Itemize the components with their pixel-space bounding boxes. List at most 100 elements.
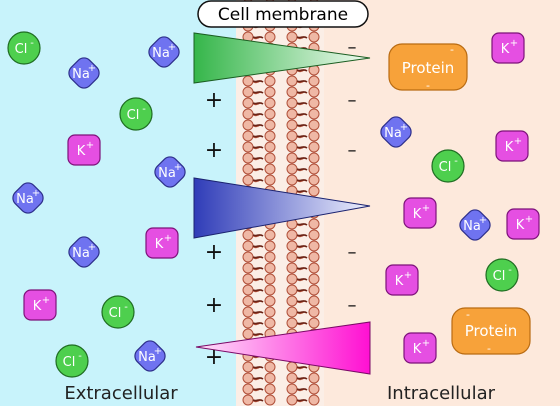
ion-layer: Cl-Na+Na+Cl-K+Na+Na+Na+K+K+Cl-Cl-Na+K+Na… [7,31,540,378]
lipid-head [242,86,254,98]
lipid-head [242,97,254,109]
ion-charge: + [42,295,50,306]
lipid-head [308,152,320,164]
ion-symbol: Cl [439,160,452,175]
ion-symbol: Na [72,67,90,82]
lipid-head [264,31,276,43]
ion-charge: + [154,346,162,357]
lipid-head [308,163,320,175]
ion-charge: + [86,140,94,151]
lipid-head [264,251,276,263]
ion-charge: - [454,156,458,167]
lipid-head [308,295,320,307]
lipid-head [242,295,254,307]
lipid-head [264,306,276,318]
lipid-head [286,273,298,285]
ion-charge: - [30,38,34,49]
positive-charge-sign: + [205,345,223,370]
lipid-head [264,86,276,98]
lipid-head [242,240,254,252]
sodium-ion: Na+ [12,182,44,214]
negative-charge-sign: – [348,140,357,161]
ion-symbol: Na [384,126,402,141]
ion-charge: + [88,242,96,253]
negative-charge-sign: – [348,90,357,111]
lipid-head [308,31,320,43]
lipid-head [286,372,298,384]
lipid-head [286,141,298,153]
ion-symbol: K [155,237,164,252]
lipid-head [286,317,298,329]
chloride-ion: Cl- [119,97,153,131]
ion-symbol: Cl [127,108,140,123]
lipid-head [286,31,298,43]
potassium-ion: K+ [495,130,529,162]
ion-symbol: Na [72,246,90,261]
lipid-head [264,295,276,307]
lipid-head [242,251,254,263]
sodium-ion: Na+ [459,209,491,241]
ion-charge: + [525,214,533,225]
lipid-head [308,174,320,186]
intracellular-label: Intracellular [387,383,496,404]
lipid-head [242,361,254,373]
lipid-head [286,394,298,406]
lipid-head [286,119,298,131]
lipid-head [308,75,320,87]
lipid-head [264,273,276,285]
charge-signs: +++++––––– [205,37,357,370]
chloride-ion: Cl- [101,295,135,329]
ion-charge: + [422,338,430,349]
ion-symbol: K [33,299,42,314]
chloride-ion: Cl- [485,258,519,292]
page-title: Cell membrane [218,5,348,25]
ion-symbol: K [516,218,525,233]
lipid-head [242,262,254,274]
positive-charge-sign: + [205,88,223,113]
lipid-head [308,108,320,120]
lipid-head [264,174,276,186]
lipid-head [286,108,298,120]
lipid-head [264,119,276,131]
chloride-ion: Cl- [55,344,89,378]
chloride-ion: Cl- [7,31,41,65]
lipid-head [242,372,254,384]
lipid-head [264,229,276,241]
lipid-head [286,284,298,296]
ion-symbol: K [395,274,404,289]
lipid-head [242,141,254,153]
lipid-head [308,262,320,274]
lipid-head [286,229,298,241]
potassium-ion: K+ [506,208,540,240]
lipid-head [264,262,276,274]
lipid-head [242,284,254,296]
lipid-head [308,284,320,296]
ion-charge: + [168,42,176,53]
lipid-head [264,383,276,395]
protein-charge: - [450,43,454,56]
protein-2: Protein - - [451,307,531,355]
ion-charge: - [78,351,82,362]
ion-symbol: Na [138,350,156,365]
lipid-head [242,306,254,318]
lipid-head [264,75,276,87]
ion-charge: - [508,265,512,276]
lipid-head [286,130,298,142]
lipid-head [286,383,298,395]
ion-charge: + [479,215,487,226]
lipid-head [308,229,320,241]
lipid-head [242,75,254,87]
potassium-ion: K+ [145,227,179,259]
ion-charge: + [422,203,430,214]
potassium-ion: K+ [67,134,101,166]
lipid-head [286,361,298,373]
lipid-head [264,361,276,373]
ion-symbol: Na [158,166,176,181]
lipid-head [286,306,298,318]
positive-charge-sign: + [205,293,223,318]
protein-charge: - [466,308,470,321]
lipid-head [286,251,298,263]
sodium-ion: Na+ [68,236,100,268]
lipid-head [286,152,298,164]
